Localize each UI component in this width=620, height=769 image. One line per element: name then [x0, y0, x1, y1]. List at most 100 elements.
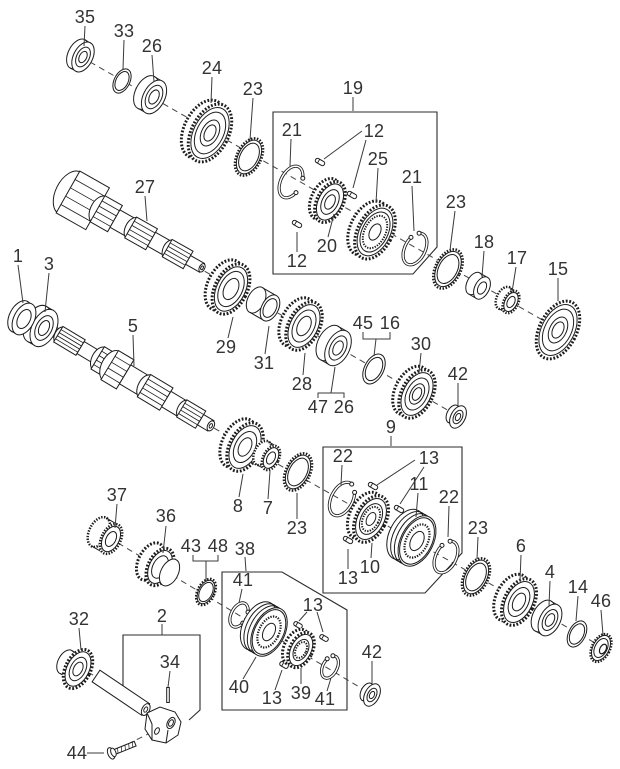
leader-line-47: [162, 525, 167, 554]
part-12a-pin: [314, 157, 326, 167]
callout-37: 37: [107, 485, 128, 505]
part-10-gear: [345, 490, 391, 544]
callout-40: 40: [229, 677, 250, 697]
callout-5: 5: [128, 316, 138, 336]
callout-23: 23: [287, 518, 308, 538]
leader-line-22: [264, 325, 270, 355]
callout-12: 12: [364, 121, 385, 141]
group-box-2: [221, 571, 348, 711]
part-27-shaft: [52, 170, 206, 273]
callout-30: 30: [411, 334, 432, 354]
leader-line-17: [144, 195, 148, 222]
leader-line-26: [362, 332, 391, 340]
part-30-gear: [391, 364, 437, 420]
part-20-gear: [307, 177, 347, 224]
part-33-washer: [112, 68, 132, 94]
group-box-0: [272, 111, 438, 275]
leader-line-10: [411, 185, 415, 232]
callout-42: 42: [448, 364, 469, 384]
leader-line-11: [327, 213, 335, 238]
callout-3: 3: [44, 254, 54, 274]
callout-44: 44: [67, 743, 88, 763]
leader-line-54: [242, 656, 257, 680]
part-12c-pin: [291, 219, 303, 229]
callout-23: 23: [446, 192, 467, 212]
callout-33: 33: [114, 21, 135, 41]
leader-line-36: [370, 542, 373, 559]
leader-line-21: [227, 316, 234, 339]
leader-line-46: [114, 503, 118, 529]
part-36-gear: [134, 541, 181, 588]
part-44-bolt: [106, 740, 137, 760]
callout-20: 20: [317, 236, 338, 256]
part-4-bearing: [530, 599, 563, 637]
leader-line-28: [418, 352, 422, 374]
callout-23: 23: [468, 518, 489, 538]
part-14-washer: [566, 620, 588, 648]
part-25-gear: [346, 199, 397, 261]
callout-6: 6: [516, 536, 526, 556]
leader-line-59: [78, 627, 82, 651]
leader-line-4: [249, 97, 254, 141]
callout-12: 12: [287, 251, 308, 271]
callout-42: 42: [362, 642, 383, 662]
part-24-gear: [179, 98, 234, 164]
leader-line-0: [83, 25, 86, 47]
callout-38: 38: [235, 539, 256, 559]
leader-line-40: [267, 470, 271, 500]
leader-line-50: [244, 556, 247, 572]
part-32-gear: [56, 647, 95, 691]
callout-13: 13: [303, 595, 324, 615]
part-11-sleeve: [386, 508, 437, 567]
leader-line-1: [122, 39, 125, 70]
callout-41: 41: [233, 570, 254, 590]
part-21a-snapring: [277, 164, 306, 200]
callout-14: 14: [568, 577, 589, 597]
callout-2: 2: [157, 606, 167, 626]
callout-28: 28: [292, 374, 313, 394]
part-15-gear: [534, 299, 582, 361]
callout-17: 17: [507, 248, 528, 268]
leader-line-3: [210, 76, 213, 104]
part-35-bearing: [66, 38, 95, 73]
callout-18: 18: [474, 232, 495, 252]
part-21b-snapring: [401, 230, 429, 267]
leader-line-15: [511, 266, 517, 293]
part-45-16-washer: [362, 353, 386, 385]
leader-line-35: [447, 505, 450, 538]
leader-line-34: [415, 492, 419, 518]
callout-13: 13: [262, 688, 283, 708]
callout-9: 9: [386, 417, 396, 437]
leader-line-20: [132, 334, 135, 367]
part-fork-2-fork: [144, 706, 182, 744]
leader-line-23: [302, 352, 306, 376]
part-3-bearing: [22, 304, 59, 348]
leader-line-14: [481, 250, 485, 278]
leader-line-51: [238, 588, 243, 604]
leader-line-52: [298, 611, 308, 622]
part-34-pinv: [166, 687, 170, 703]
leader-line-8: [352, 139, 367, 189]
leader-line-32: [376, 459, 416, 486]
callout-29: 29: [216, 337, 237, 357]
part-1-bearing: [7, 300, 37, 336]
leader-line-57: [326, 677, 332, 692]
leader-line-44: [575, 595, 579, 622]
leader-line-31: [340, 464, 343, 486]
leader-line-33: [399, 466, 425, 505]
part-42b-nut: [359, 682, 381, 707]
leader-line-25: [330, 366, 336, 394]
callout-4: 4: [545, 562, 555, 582]
leader-line-41: [476, 536, 479, 560]
callout-22: 22: [333, 446, 354, 466]
part-23b-toothring: [431, 248, 465, 290]
part-43-48-toothring: [194, 577, 218, 607]
part-6-gear: [492, 572, 539, 627]
leader-line-45: [600, 609, 604, 636]
callout-31: 31: [254, 353, 275, 373]
callout-27: 27: [135, 177, 156, 197]
leader-line-39: [238, 473, 244, 498]
